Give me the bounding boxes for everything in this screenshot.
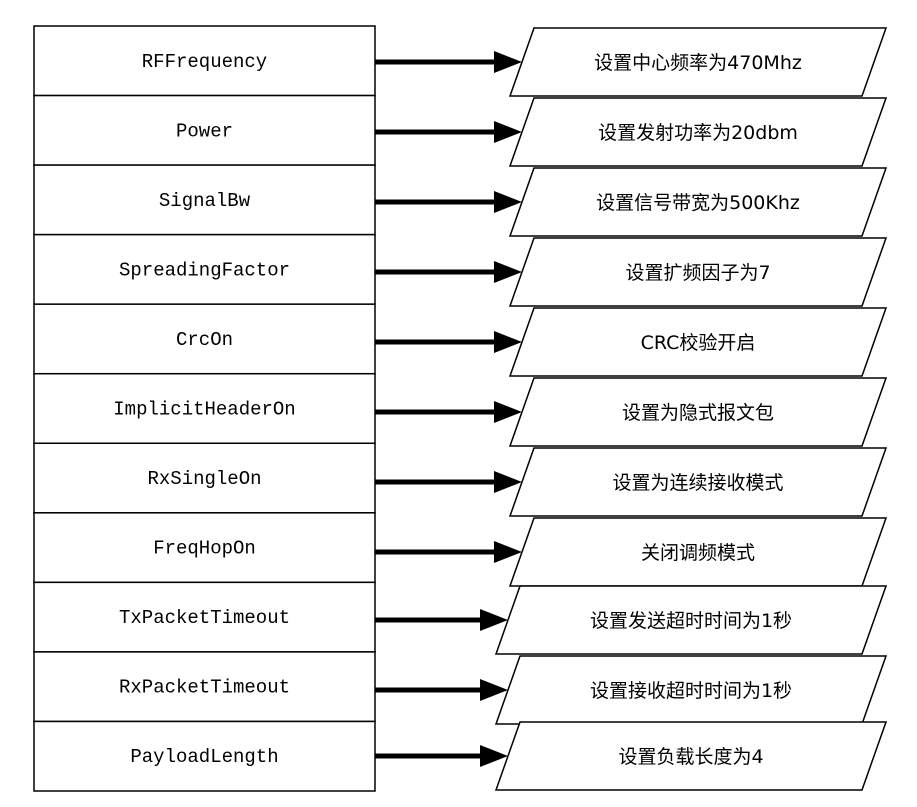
arrow-head [494, 331, 522, 353]
description-label: 设置中心频率为470Mhz [594, 52, 802, 74]
description-label: 设置发射功率为20dbm [598, 122, 798, 144]
param-box [33, 303, 376, 375]
arrow-head [494, 51, 522, 73]
description-box [508, 97, 888, 167]
description-box [508, 307, 888, 377]
description-label: 设置负载长度为4 [618, 746, 763, 768]
description-label: 设置接收超时时间为1秒 [590, 680, 792, 702]
description-column: 设置中心频率为470Mhz 设置发射功率为20dbm 设置信号带宽为500Khz 设置… [494, 27, 888, 791]
description-box [494, 721, 888, 791]
description-label: CRC校验开启 [641, 332, 756, 354]
param-box [33, 233, 376, 305]
arrow-head [494, 471, 522, 493]
param-label: FreqHopOn [153, 538, 256, 560]
description-box [494, 585, 888, 655]
param-box [33, 25, 376, 97]
param-label: ImplicitHeaderOn [113, 399, 295, 421]
param-label: Power [176, 120, 233, 142]
description-box [508, 447, 888, 517]
param-label: SpreadingFactor [119, 259, 290, 281]
description-label: 设置信号带宽为500Khz [596, 192, 800, 214]
param-box [33, 651, 376, 723]
param-label: SignalBw [159, 190, 251, 212]
description-box [508, 27, 888, 97]
arrow-head [494, 541, 522, 563]
param-label: CrcOn [176, 329, 233, 351]
param-box [33, 372, 376, 445]
description-box [508, 237, 888, 307]
description-label: 设置发送超时时间为1秒 [590, 610, 792, 632]
param-label: PayloadLength [130, 746, 278, 768]
arrow-head [480, 745, 508, 767]
arrow-head [480, 609, 508, 631]
param-label: RxPacketTimeout [119, 677, 290, 699]
description-label: 设置扩频因子为7 [625, 262, 770, 284]
param-label: RFFrequency [142, 51, 267, 73]
description-box [508, 167, 888, 237]
arrow-head [480, 679, 508, 701]
description-box [508, 377, 888, 447]
param-box [33, 512, 376, 584]
description-label: 设置为隐式报文包 [622, 402, 774, 424]
description-label: 设置为连续接收模式 [612, 472, 783, 494]
arrow-head [494, 261, 522, 283]
param-box [33, 94, 376, 166]
param-label: RxSingleOn [147, 468, 261, 490]
arrow-head [494, 191, 522, 213]
description-label: 关闭调频模式 [641, 542, 755, 564]
arrow-head [494, 121, 522, 143]
arrow-group [375, 51, 522, 767]
param-label: TxPacketTimeout [119, 607, 290, 629]
param-box [33, 164, 376, 236]
parameter-column: RFFrequencyPowerSignalBwSpreadingFactorC… [33, 25, 376, 792]
arrow-head [494, 401, 522, 423]
